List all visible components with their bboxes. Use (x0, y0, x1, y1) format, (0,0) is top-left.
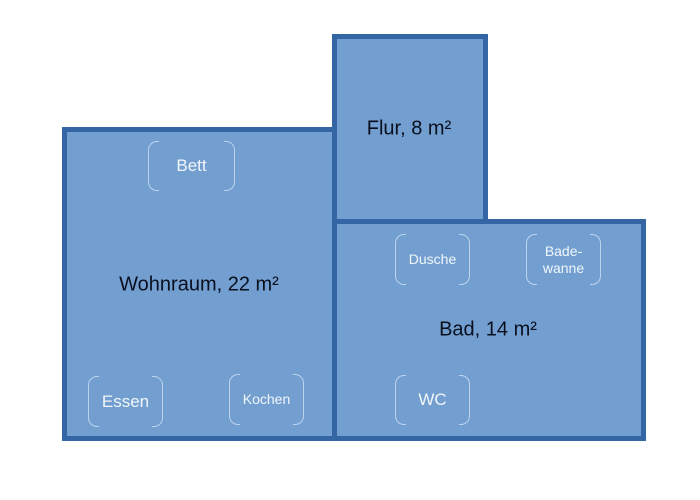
flur-label: Flur, 8 m² (366, 117, 452, 140)
room-flur (332, 34, 488, 224)
bad-label: Bad, 14 m² (439, 318, 537, 341)
room-bad (332, 219, 646, 441)
fixture-essen-label: Essen (101, 391, 150, 411)
fixture-wc: WC (395, 375, 470, 425)
fixture-essen: Essen (88, 376, 163, 427)
fixture-bett: Bett (148, 141, 235, 191)
fixture-badewanne-label: Bade- wanne (542, 243, 585, 276)
fixture-dusche-label: Dusche (408, 251, 457, 268)
fixture-bett-label: Bett (176, 156, 207, 176)
fixture-wc-label: WC (418, 390, 447, 410)
fixture-badewanne: Bade- wanne (526, 234, 601, 285)
wohnraum-label: Wohnraum, 22 m² (119, 273, 279, 296)
fixture-dusche: Dusche (395, 234, 470, 285)
fixture-kochen-label: Kochen (242, 391, 291, 408)
room-wohnraum (62, 127, 337, 441)
fixture-kochen: Kochen (229, 374, 304, 425)
